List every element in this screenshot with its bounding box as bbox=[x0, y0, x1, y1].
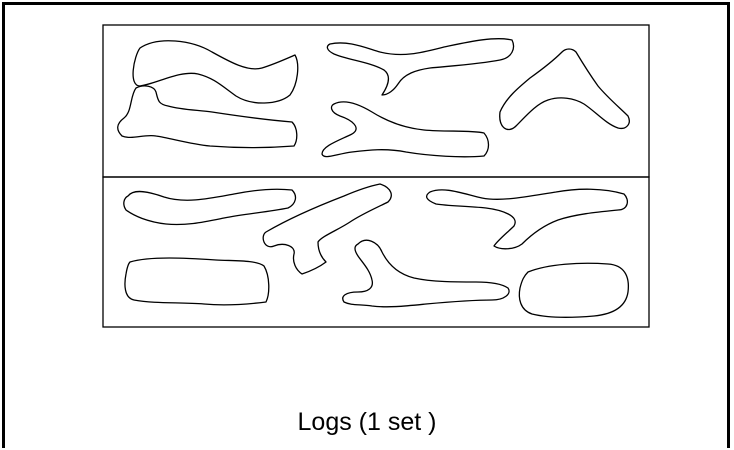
log-shape bbox=[123, 188, 297, 226]
log-shape bbox=[132, 40, 299, 104]
log-shape bbox=[499, 48, 630, 131]
log-shape bbox=[342, 239, 510, 308]
log-shape bbox=[425, 188, 629, 250]
log-shape bbox=[518, 262, 630, 318]
upper-panel bbox=[102, 24, 650, 178]
log-shape bbox=[321, 101, 490, 158]
lower-panel bbox=[102, 176, 650, 328]
diagram-caption: Logs (1 set ) bbox=[297, 408, 437, 436]
log-shape bbox=[326, 38, 515, 96]
log-shape bbox=[262, 183, 392, 275]
log-shape bbox=[117, 85, 298, 149]
log-shape bbox=[124, 257, 270, 306]
